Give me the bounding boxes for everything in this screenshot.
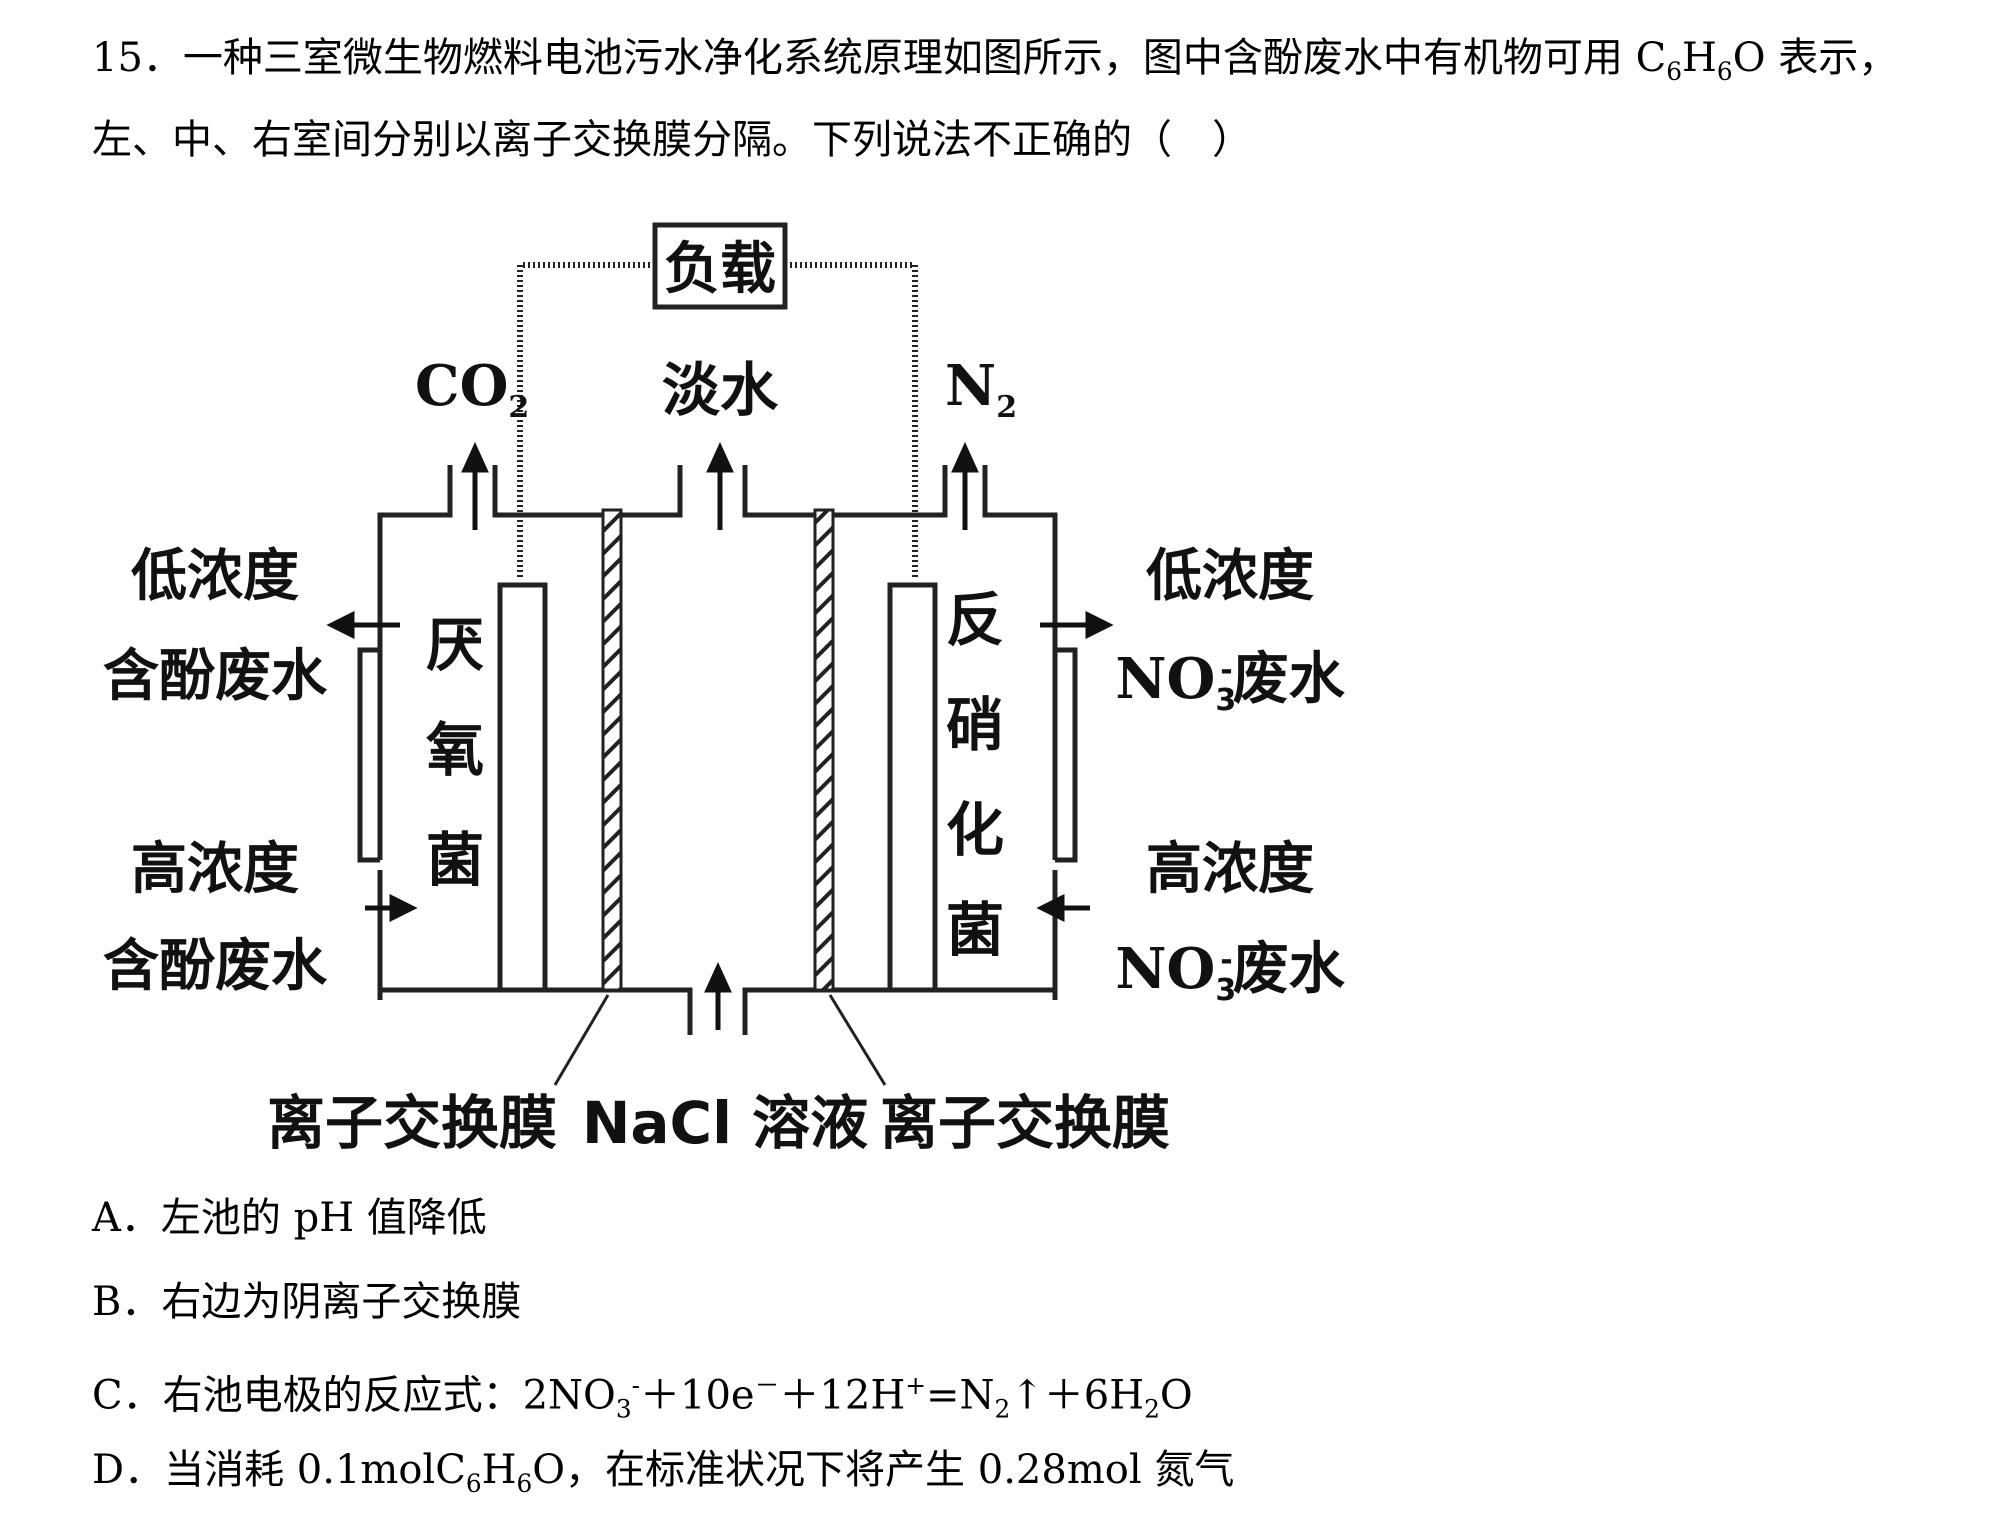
left-low-label-2: 含酚废水 — [103, 644, 328, 709]
pointer-left-membrane — [553, 994, 610, 1086]
left-low-label-1: 低浓度 — [131, 544, 299, 609]
right-electrode — [887, 582, 938, 993]
anaerobe-char-1: 厌 — [426, 611, 484, 679]
anaerobe-char-2: 氧 — [426, 716, 484, 784]
right-low-label-1: 低浓度 — [1146, 544, 1314, 609]
nacl-label: NaCl 溶液 — [582, 1089, 868, 1157]
left-electrode — [497, 582, 548, 993]
fresh-water-label: 淡水 — [662, 356, 779, 424]
n2-label: N2 — [945, 353, 1017, 425]
denitrifier-char-4: 菌 — [946, 896, 1004, 964]
arrow-up-n2 — [951, 441, 979, 473]
load-label: 负载 — [664, 237, 776, 302]
right-high-label-1: 高浓度 — [1146, 837, 1314, 902]
arrow-left-outlet — [326, 610, 355, 640]
tank-mid-left-top — [492, 465, 683, 518]
tank-mid-right-top — [742, 465, 948, 518]
question-line-1: 15．一种三室微生物燃料电池污水净化系统原理如图所示，图中含酚废水中有机物可用 … — [92, 30, 1898, 100]
tank-left-top — [377, 465, 453, 860]
formula-text: O 表示， — [1732, 35, 1899, 81]
left-inlet-channel — [357, 647, 380, 863]
right-high-label-2: NO3-废水 — [1115, 936, 1345, 1008]
option-a: A．左池的 pH 值降低 — [92, 1195, 487, 1241]
left-membrane — [601, 508, 623, 992]
tank-right-top — [982, 465, 1058, 860]
pointer-right-membrane — [828, 994, 887, 1086]
arrow-up-nacl — [704, 961, 732, 993]
question-line-2: 左、中、右室间分别以离子交换膜分隔。下列说法不正确的（ ） — [92, 117, 1252, 163]
left-high-label-2: 含酚废水 — [103, 934, 328, 999]
denitrifier-char-2: 硝 — [946, 691, 1004, 759]
anaerobe-char-3: 菌 — [426, 826, 484, 894]
option-d: D．当消耗 0.1molC6H6O，在标准状况下将产生 0.28mol 氮气 — [92, 1447, 1235, 1498]
formula-text: H — [1682, 35, 1717, 81]
wire-right — [785, 262, 918, 580]
tank-bottom-right — [742, 987, 1058, 1035]
wire-left — [517, 262, 655, 580]
formula-sub: 6 — [1666, 57, 1683, 86]
membrane-left-label: 离子交换膜 — [267, 1089, 557, 1157]
question-number: 15． — [92, 35, 183, 81]
arrow-right-inlet — [1036, 893, 1065, 923]
denitrifier-char-3: 化 — [946, 796, 1004, 864]
arrow-right-outlet — [1085, 610, 1114, 640]
formula-sub: 6 — [1716, 57, 1733, 86]
tank-bottom-left — [377, 987, 693, 1035]
co2-label: CO2 — [415, 353, 529, 425]
option-c: C．右池电极的反应式：2NO3-＋10e－＋12H+=N2↑＋6H2O — [92, 1371, 1193, 1424]
right-low-label-2: NO3-废水 — [1115, 646, 1345, 718]
arrow-up-fresh-water — [706, 441, 734, 473]
membrane-right-label: 离子交换膜 — [880, 1089, 1170, 1157]
left-high-label-1: 高浓度 — [131, 837, 299, 902]
right-membrane — [813, 508, 835, 992]
arrow-left-inlet — [389, 893, 418, 923]
arrow-up-co2 — [461, 441, 489, 473]
denitrifier-char-1: 反 — [946, 586, 1004, 654]
question-text-1: 一种三室微生物燃料电池污水净化系统原理如图所示，图中含酚废水中有机物可用 C — [182, 35, 1667, 81]
right-inlet-channel — [1055, 647, 1078, 863]
option-b: B．右边为阴离子交换膜 — [92, 1279, 522, 1325]
